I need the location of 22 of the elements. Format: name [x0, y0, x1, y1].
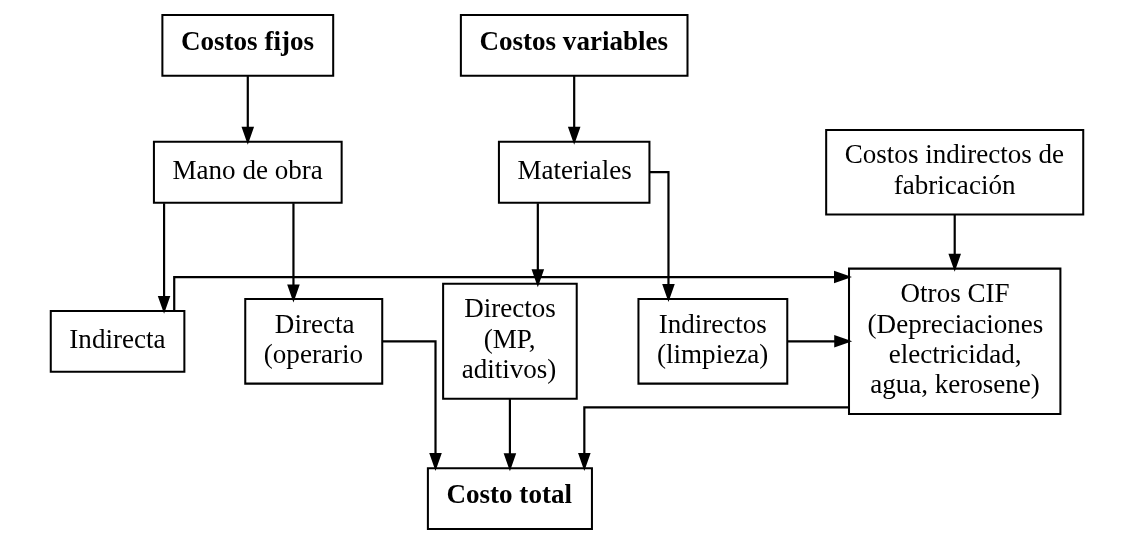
arrow — [382, 340, 442, 471]
arrow — [531, 203, 545, 288]
arrow — [948, 214, 961, 272]
node-box: Indirecta — [49, 309, 186, 373]
arrow — [241, 76, 255, 145]
node-box: Otros CIF (Depreciaciones electricidad, agua, kerosene) — [848, 267, 1062, 416]
arrow — [173, 270, 852, 311]
node-box: Directa (operario — [244, 298, 384, 385]
arrow — [157, 203, 171, 314]
arrow — [287, 203, 300, 303]
arrow — [567, 76, 581, 145]
arrow — [787, 335, 853, 348]
node-box: Mano de obra — [152, 140, 343, 204]
node-box: Materiales — [497, 140, 651, 204]
node-box: Costos fijos — [161, 13, 335, 77]
node-box: Costos indirectos de fabricación — [825, 128, 1085, 216]
arrow — [578, 406, 849, 472]
node-box: Costo total — [426, 467, 593, 531]
node-box: Costos variables — [459, 13, 689, 77]
arrow — [503, 399, 517, 472]
node-box: Indirectos (limpieza) — [637, 298, 789, 385]
node-box: Directos (MP, aditivos) — [442, 282, 578, 400]
